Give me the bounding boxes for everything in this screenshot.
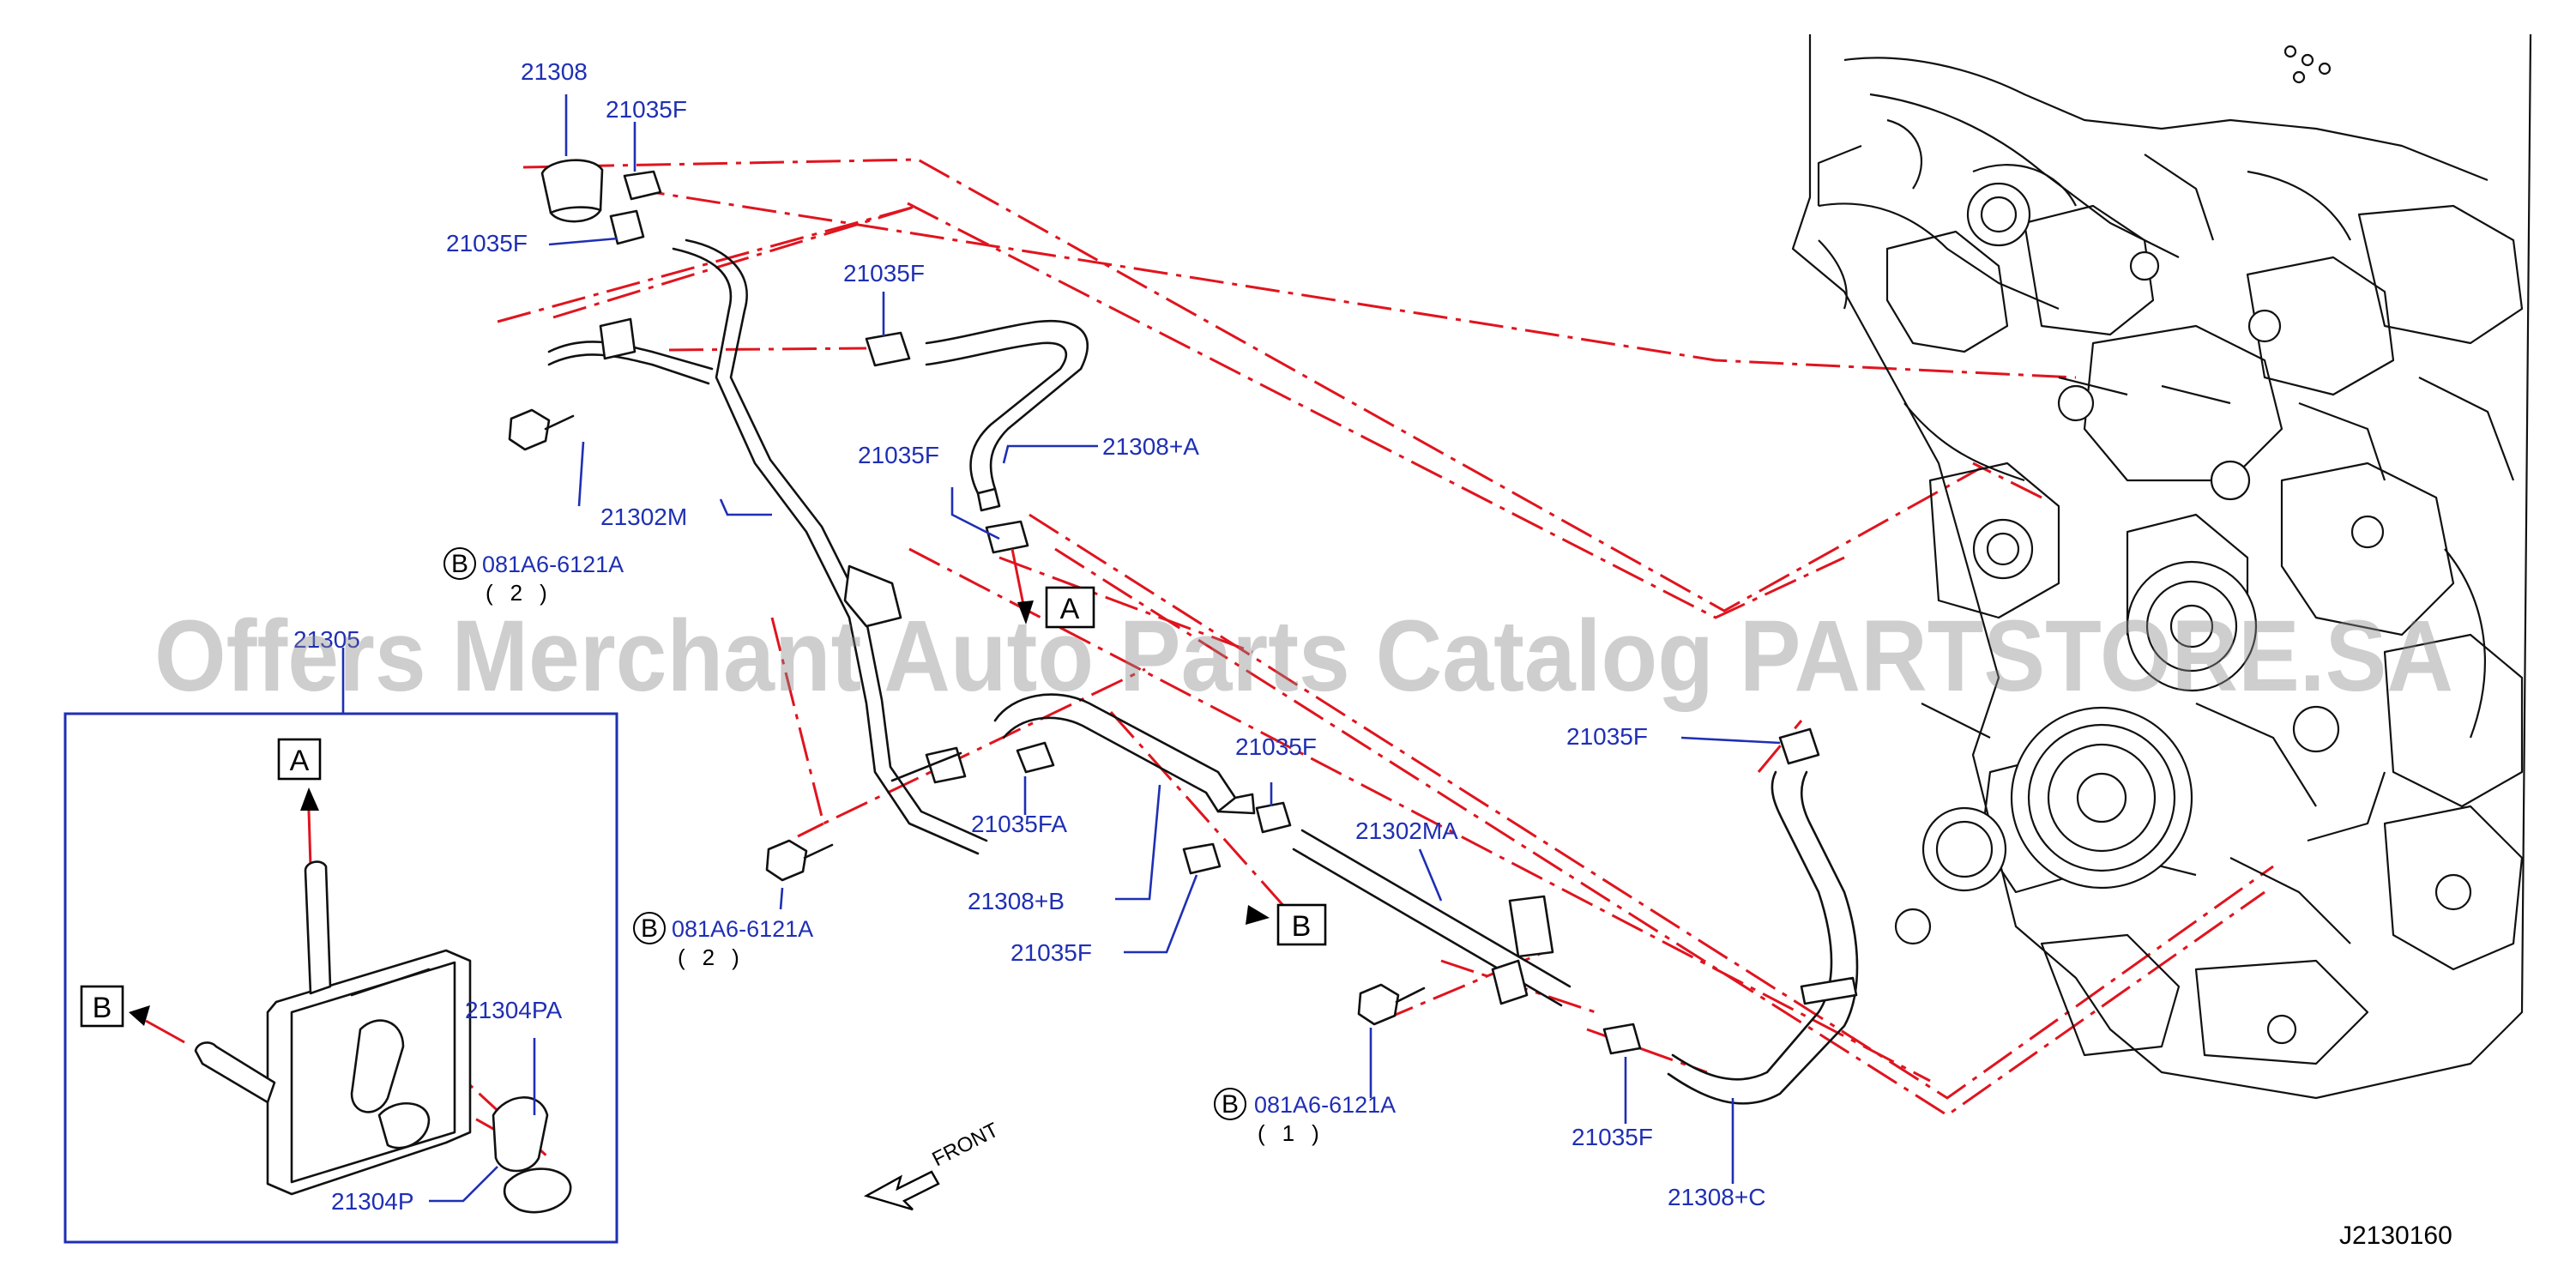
label-21035F-g: 21035F: [1572, 1124, 1653, 1150]
hose-21308C[interactable]: [1671, 770, 1833, 1081]
label-21035F-h: 21035F: [1566, 723, 1648, 750]
box-a-label: A: [1060, 593, 1080, 625]
svg-text:B: B: [641, 914, 658, 943]
connection-box-b-main: B: [1276, 903, 1327, 946]
clamp-21035F-second[interactable]: [609, 209, 645, 245]
clamp-21035F-D[interactable]: [1602, 1023, 1642, 1055]
seal-21304PA[interactable]: [492, 1096, 549, 1173]
label-21035F-c: 21035F: [843, 260, 925, 287]
svg-text:B: B: [451, 550, 468, 578]
inset-box-b-label: B: [93, 992, 112, 1024]
label-21035F-b: 21035F: [446, 230, 528, 256]
clamp-21035F-C[interactable]: [1778, 727, 1820, 765]
oil-cooler-inset: [63, 648, 618, 1244]
label-bolt3-qty: (1): [1258, 1120, 1336, 1146]
parts: [508, 159, 1859, 1105]
label-bolt1-qty: (2): [486, 580, 564, 606]
label-21035F-a: 21035F: [606, 96, 687, 123]
clamp-21035F-B[interactable]: [1182, 842, 1222, 875]
tube-21302MA[interactable]: [1300, 829, 1572, 988]
circle-ref-b-1: B: [443, 547, 476, 580]
engine-block: [1791, 33, 2532, 1100]
connection-box-b-inset: B: [80, 985, 124, 1028]
hose-21308B[interactable]: [993, 693, 1237, 799]
label-21305: 21305: [293, 626, 360, 653]
label-21308A: 21308+A: [1102, 433, 1199, 460]
label-21302M: 21302M: [600, 504, 687, 530]
leader-lines: [429, 94, 1781, 1203]
label-21308C: 21308+C: [1668, 1184, 1765, 1210]
seal-21304P[interactable]: [503, 1167, 572, 1214]
part-labels: 21308 21035F 21035F 21035F 21308+A 21035…: [293, 58, 1765, 1215]
label-bolt2-qty: (2): [678, 944, 757, 970]
hose-21308A[interactable]: [925, 319, 1089, 491]
label-21308B: 21308+B: [968, 888, 1065, 914]
label-21035F-f: 21035F: [1010, 939, 1092, 966]
clamp-21035F-top[interactable]: [623, 170, 662, 201]
watermark: Offers Merchant Auto Parts Catalog PARTS…: [154, 600, 2453, 713]
label-21304P: 21304P: [331, 1188, 414, 1215]
bolt-081A6-6121A-1[interactable]: [508, 408, 575, 451]
tube-21302M[interactable]: [672, 247, 980, 855]
connection-box-a-main: A: [1045, 586, 1095, 629]
label-21304PA: 21304PA: [465, 997, 562, 1023]
label-21035F-d: 21035F: [858, 442, 939, 468]
label-21308: 21308: [521, 58, 588, 85]
clamp-21035F-mid[interactable]: [1255, 801, 1292, 834]
circle-ref-b-2: B: [633, 912, 666, 944]
label-bolt2-code: 081A6-6121A: [672, 916, 813, 942]
label-bolt3-code: 081A6-6121A: [1254, 1092, 1396, 1118]
bolt-081A6-6121A-3[interactable]: [1357, 983, 1426, 1026]
label-bolt1-code: 081A6-6121A: [482, 552, 624, 577]
inset-box-a-label: A: [290, 745, 310, 777]
svg-text:B: B: [1222, 1090, 1239, 1119]
label-21302MA: 21302MA: [1355, 817, 1458, 844]
front-label: FRONT: [928, 1119, 1002, 1172]
front-direction-indicator: FRONT: [863, 1119, 1003, 1211]
connection-box-a-inset: A: [277, 738, 322, 781]
assembly-centerlines: [145, 158, 2274, 1160]
bolt-081A6-6121A-2[interactable]: [765, 839, 834, 882]
circle-ref-b-3: B: [1214, 1088, 1246, 1120]
hose-21308[interactable]: [540, 159, 604, 223]
clamp-21035F-lower[interactable]: [985, 520, 1029, 554]
clamp-21035F-hoseA[interactable]: [865, 331, 911, 367]
clamp-21035FA[interactable]: [1016, 741, 1055, 774]
box-b-label: B: [1292, 910, 1312, 943]
drawing-code: J2130160: [2339, 1222, 2452, 1250]
label-21035FA: 21035FA: [971, 811, 1067, 837]
label-21035F-e: 21035F: [1235, 733, 1317, 760]
